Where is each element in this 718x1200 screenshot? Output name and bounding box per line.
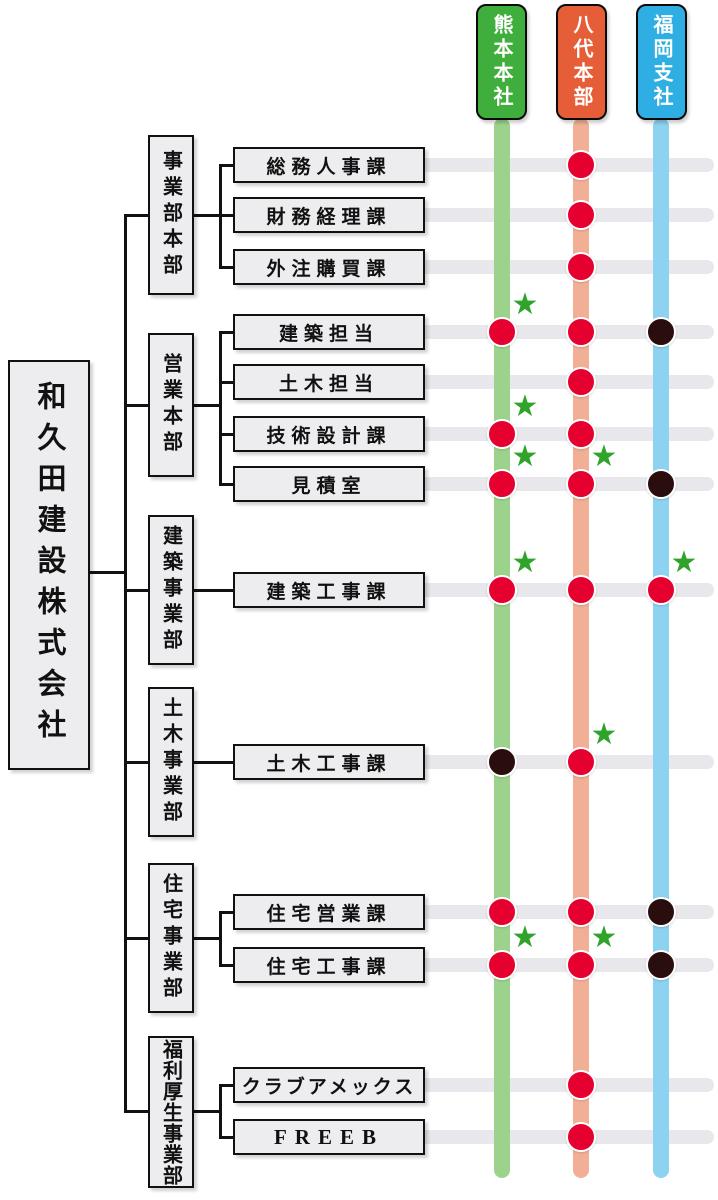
connector-line [219,266,234,269]
connector-line [192,214,220,217]
dot-red-yatsushiro [566,200,596,230]
dot-red-kumamoto [487,897,517,927]
dot-red-yatsushiro [566,1122,596,1152]
connector-line [192,589,234,592]
department-box-soumu-jinji: 総務人事課 [233,147,425,183]
dot-dark-fukuoka [646,469,676,499]
connector-line [219,381,234,384]
connector-line [192,404,220,407]
department-box-kenchiku-tantou: 建築担当 [233,314,425,350]
connector-line [124,404,149,407]
division-box-fukuri-kousei-jigyoubu: 福利厚生事業部 [148,1036,194,1188]
star-icon: ★ [511,390,539,423]
connector-line [86,571,125,574]
department-box-juutaku-kouji: 住宅工事課 [233,947,425,983]
connector-line [124,214,127,1112]
dot-dark-fukuoka [646,950,676,980]
department-box-doboku-kouji: 土木工事課 [233,744,425,780]
dot-dark-kumamoto [487,747,517,777]
connector-line [219,331,234,334]
connector-line [219,214,234,217]
department-box-gaichuu-koubai: 外注購買課 [233,249,425,285]
connector-line [219,1084,234,1087]
dot-red-yatsushiro [566,150,596,180]
connector-line [124,1110,149,1113]
star-icon: ★ [511,288,539,321]
location-band-kumamoto [494,118,510,1178]
star-icon: ★ [590,921,618,954]
division-box-jigyoubu-honbu: 事業部本部 [148,135,194,295]
connector-line [219,331,222,485]
connector-line [219,911,234,914]
dot-dark-fukuoka [646,317,676,347]
division-box-eigyou-honbu: 営業本部 [148,333,194,477]
connector-line [192,937,220,940]
location-header-kumamoto: 熊本本社 [476,4,527,120]
connector-line [219,483,234,486]
department-box-zaimu-keiri: 財務経理課 [233,197,425,233]
connector-line [124,589,149,592]
dot-red-yatsushiro [566,419,596,449]
department-box-club-amex: クラブアメックス [233,1067,425,1103]
department-box-juutaku-eigyou: 住宅営業課 [233,894,425,930]
dot-red-kumamoto [487,317,517,347]
connector-line [124,214,149,217]
dot-red-yatsushiro [566,950,596,980]
division-box-juutaku-jigyoubu: 住宅事業部 [148,863,194,1013]
dot-dark-fukuoka [646,897,676,927]
location-header-fukuoka: 福岡支社 [636,4,687,120]
dot-red-yatsushiro [566,897,596,927]
company-box: 和久田建設株式会社 [8,360,90,770]
dot-red-kumamoto [487,469,517,499]
star-icon: ★ [511,546,539,579]
dot-red-fukuoka [646,575,676,605]
dot-red-kumamoto [487,419,517,449]
department-box-kenchiku-kouji: 建築工事課 [233,572,425,608]
location-band-fukuoka [653,118,669,1178]
dot-red-yatsushiro [566,575,596,605]
connector-line [192,761,234,764]
connector-line [219,164,234,167]
dot-red-kumamoto [487,575,517,605]
division-box-doboku-jigyoubu: 土木事業部 [148,687,194,837]
dot-red-yatsushiro [566,469,596,499]
connector-line [219,1084,222,1138]
location-header-yatsushiro: 八代本部 [556,4,607,120]
division-box-kenchiku-jigyoubu: 建築事業部 [148,515,194,665]
star-icon: ★ [511,921,539,954]
connector-line [192,1110,220,1113]
department-box-freeb: FREEB [233,1119,425,1155]
connector-line [219,1136,234,1139]
connector-line [124,761,149,764]
connector-line [219,964,234,967]
dot-red-yatsushiro [566,747,596,777]
dot-red-yatsushiro [566,1070,596,1100]
dot-red-yatsushiro [566,252,596,282]
dot-red-yatsushiro [566,367,596,397]
star-icon: ★ [511,440,539,473]
star-icon: ★ [670,546,698,579]
connector-line [219,433,234,436]
department-box-gijutsu-sekkei: 技術設計課 [233,416,425,452]
department-box-mitsumori: 見積室 [233,466,425,502]
dot-red-yatsushiro [566,317,596,347]
connector-line [219,911,222,966]
dot-red-kumamoto [487,950,517,980]
star-icon: ★ [590,718,618,751]
connector-line [124,937,149,940]
department-box-doboku-tantou: 土木担当 [233,364,425,400]
star-icon: ★ [590,440,618,473]
